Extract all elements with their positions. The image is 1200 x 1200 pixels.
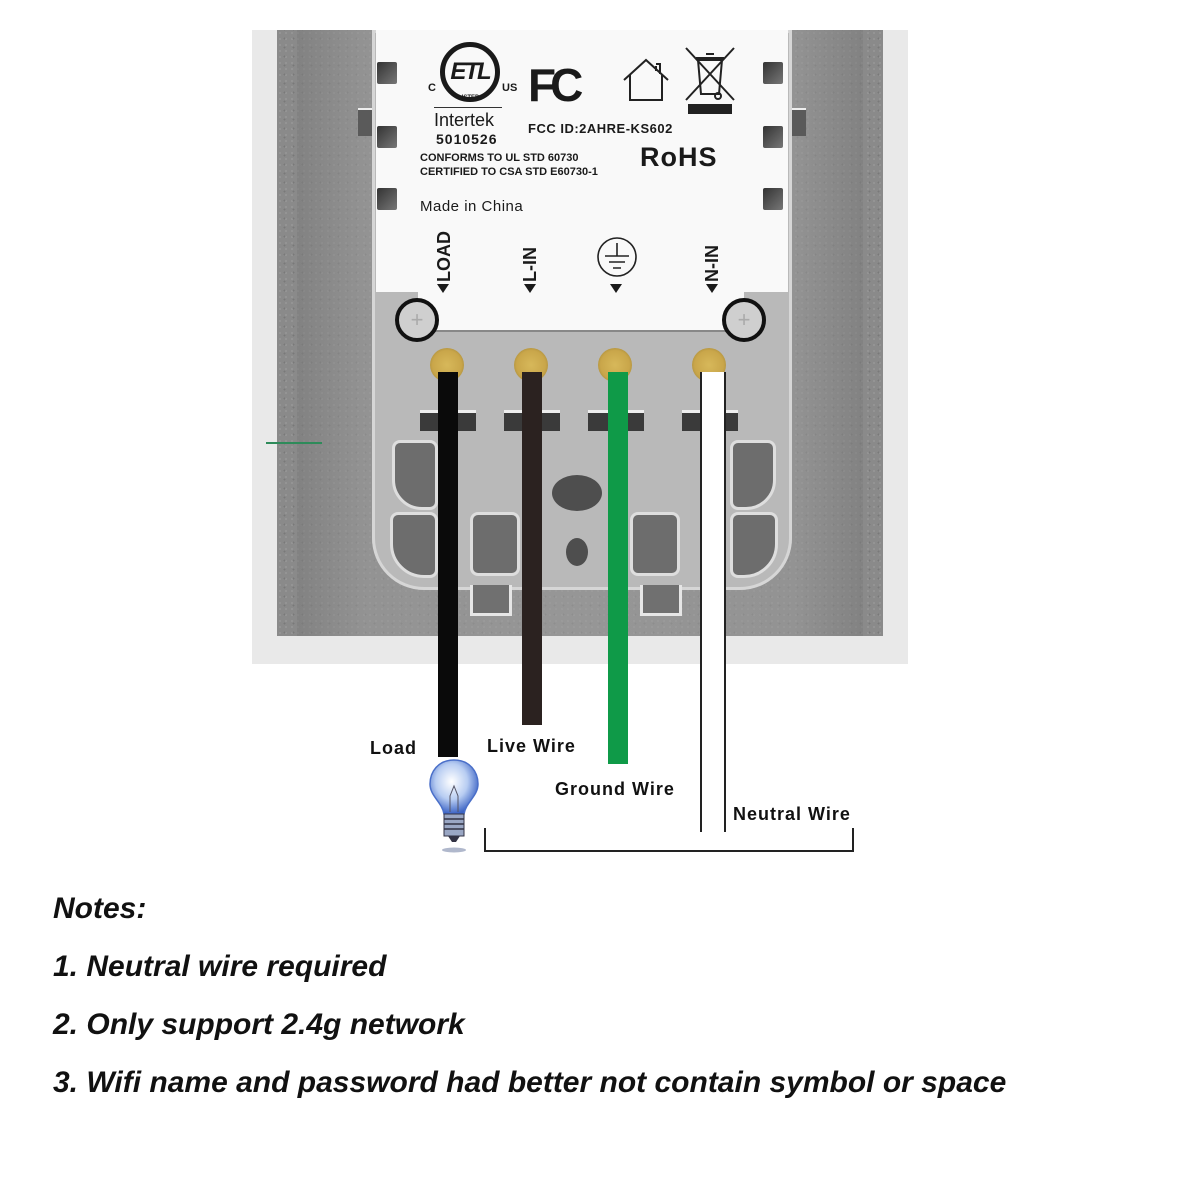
- plate-notch-left: [358, 108, 372, 136]
- intertek-text: Intertek: [434, 110, 495, 130]
- housing-tab: [763, 126, 783, 148]
- arrow-down-icon: [524, 284, 536, 293]
- terminal-label-strip: [418, 290, 744, 330]
- terminal-n-in-label: N-IN: [702, 245, 722, 282]
- etl-mark-text: ETL: [450, 58, 491, 85]
- etl-us-text: US: [502, 82, 518, 94]
- certified-text: CERTIFIED TO CSA STD E60730-1: [420, 166, 598, 178]
- etl-listed-icon: ETL: [440, 42, 500, 102]
- note-item: 1. Neutral wire required: [53, 950, 387, 983]
- wire-label-ground: Ground Wire: [555, 779, 675, 799]
- light-bulb-icon: [429, 759, 479, 853]
- wire-label-load: Load: [370, 738, 417, 758]
- wire-neutral: [700, 372, 726, 832]
- mounting-screw-right: +: [722, 298, 766, 342]
- arrow-down-icon: [706, 284, 718, 293]
- stray-mark: [266, 442, 322, 444]
- weee-crossed-bin-icon: [685, 47, 735, 114]
- terminal-l-in-label: L-IN: [520, 247, 540, 282]
- housing-cutout: [470, 512, 520, 576]
- notes-title: Notes:: [53, 892, 147, 925]
- housing-cutout: [392, 440, 438, 510]
- housing-tab: [763, 62, 783, 84]
- housing-cutout: [390, 512, 438, 578]
- arrow-down-icon: [610, 284, 622, 293]
- fcc-icon: FC: [528, 59, 583, 111]
- housing-cutout: [630, 512, 680, 576]
- note-item: 2. Only support 2.4g network: [53, 1008, 465, 1041]
- arrow-down-icon: [437, 284, 449, 293]
- neutral-wire-bus: [484, 828, 854, 852]
- fcc-id-text: FCC ID:2AHRE-KS602: [528, 121, 673, 136]
- housing-tab: [377, 62, 397, 84]
- plate-notch-right: [792, 108, 806, 136]
- mounting-screw-left: +: [395, 298, 439, 342]
- mounting-clip-right: [640, 585, 682, 616]
- terminal-load-label: LOAD: [434, 231, 454, 282]
- housing-tab: [377, 188, 397, 210]
- ground-symbol-icon: [597, 237, 637, 277]
- made-in-text: Made in China: [420, 198, 524, 215]
- mounting-clip-left: [470, 585, 512, 616]
- conforms-text: CONFORMS TO UL STD 60730: [420, 152, 579, 164]
- housing-oval-hole: [552, 475, 602, 511]
- wire-ground: [608, 372, 628, 764]
- intertek-number: 5010526: [436, 131, 498, 147]
- etl-divider: [434, 107, 502, 108]
- housing-tab: [763, 188, 783, 210]
- housing-round-hole: [566, 538, 588, 566]
- rohs-text: RoHS: [640, 142, 718, 172]
- note-item: 3. Wifi name and password had better not…: [53, 1066, 1007, 1099]
- etl-c-text: C: [428, 82, 436, 94]
- wire-live: [522, 372, 542, 725]
- wire-label-neutral: Neutral Wire: [733, 804, 851, 824]
- indoor-use-house-icon: [623, 58, 669, 101]
- housing-cutout: [730, 440, 776, 510]
- wire-label-live: Live Wire: [487, 736, 576, 756]
- wire-load: [438, 372, 458, 757]
- housing-tab: [377, 126, 397, 148]
- etl-listed-text: LISTED: [458, 95, 480, 101]
